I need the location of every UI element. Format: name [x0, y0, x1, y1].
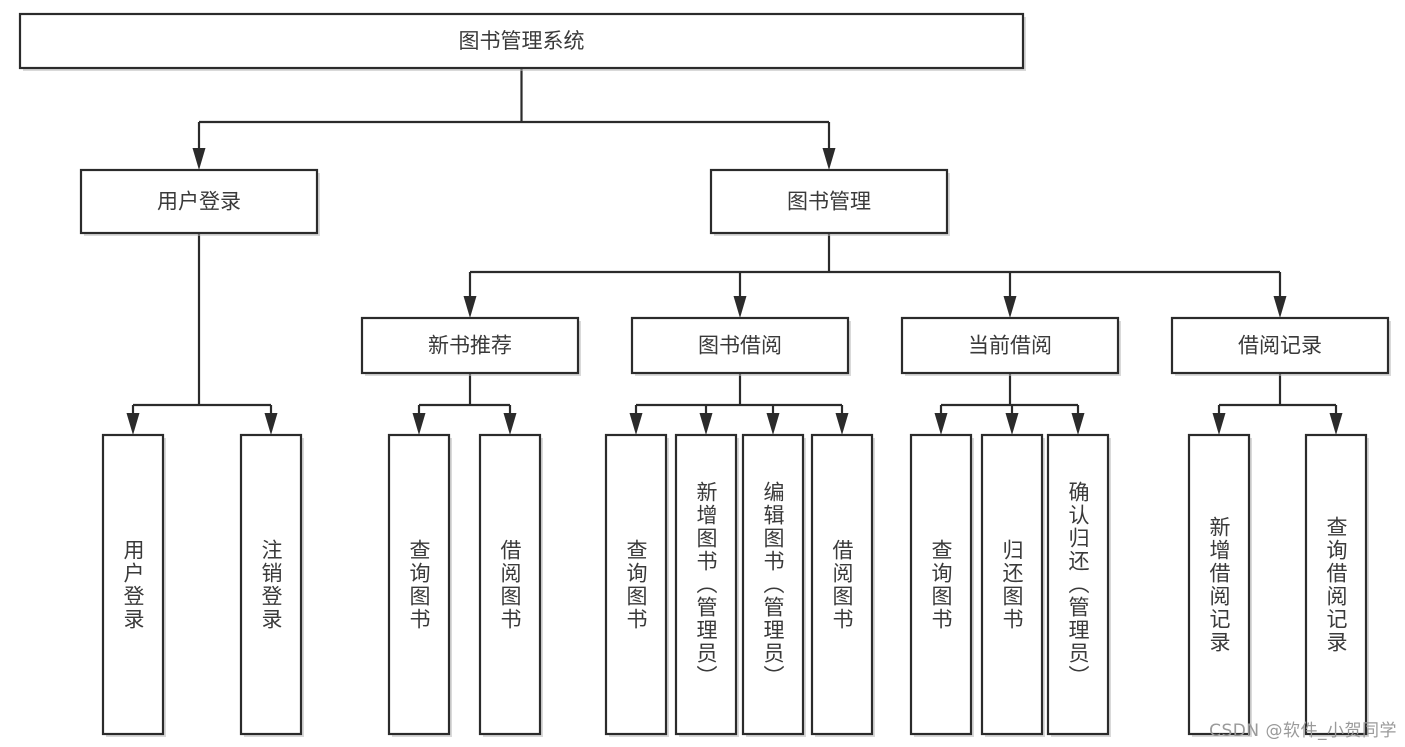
connector-arrowhead-icon: [503, 413, 517, 435]
connector-arrowhead-icon: [629, 413, 643, 435]
level2-node-box[interactable]: [709, 168, 949, 235]
watermark-text: CSDN @软件_小贺同学: [1209, 721, 1397, 741]
root-node-box[interactable]: [18, 12, 1025, 70]
leaf-node-box[interactable]: [1187, 433, 1251, 736]
connector-arrowhead-icon: [463, 296, 477, 318]
leaf-node-box[interactable]: [810, 433, 874, 736]
leaf-node-box[interactable]: [239, 433, 303, 736]
leaf-node-box[interactable]: [980, 433, 1044, 736]
connector-arrowhead-icon: [412, 413, 426, 435]
connector-arrowhead-icon: [1071, 413, 1085, 435]
connector-arrowhead-icon: [1212, 413, 1226, 435]
connector-arrowhead-icon: [1003, 296, 1017, 318]
connector-arrowhead-icon: [934, 413, 948, 435]
connector-arrowhead-icon: [733, 296, 747, 318]
connector-arrowhead-icon: [1005, 413, 1019, 435]
level3-node-label: 当前借阅: [968, 334, 1052, 358]
connector-arrowhead-icon: [699, 413, 713, 435]
leaf-node-box[interactable]: [674, 433, 738, 736]
connector-arrowhead-icon: [264, 413, 278, 435]
leaf-node-box[interactable]: [604, 433, 668, 736]
leaf-node-box[interactable]: [101, 433, 165, 736]
level3-node-label: 图书借阅: [698, 334, 782, 358]
level3-node-box[interactable]: [630, 316, 850, 375]
connector-arrowhead-icon: [766, 413, 780, 435]
root-node-label: 图书管理系统: [459, 29, 585, 53]
connector-layer: [126, 68, 1343, 435]
connector-arrowhead-icon: [835, 413, 849, 435]
leaf-node-box[interactable]: [741, 433, 805, 736]
level3-node-box[interactable]: [900, 316, 1120, 375]
connector-arrowhead-icon: [822, 148, 836, 170]
level3-node-label: 新书推荐: [428, 334, 512, 358]
level2-node-label: 图书管理: [787, 190, 871, 214]
leaf-node-box[interactable]: [478, 433, 542, 736]
leaf-node-box[interactable]: [1046, 433, 1110, 736]
level3-node-box[interactable]: [360, 316, 580, 375]
level3-node-box[interactable]: [1170, 316, 1390, 375]
level3-node-label: 借阅记录: [1238, 334, 1322, 358]
connector-arrowhead-icon: [126, 413, 140, 435]
connector-arrowhead-icon: [192, 148, 206, 170]
connector-arrowhead-icon: [1273, 296, 1287, 318]
level2-node-box[interactable]: [79, 168, 319, 235]
level2-node-label: 用户登录: [157, 190, 241, 214]
leaf-node-box[interactable]: [909, 433, 973, 736]
leaf-node-box[interactable]: [1304, 433, 1368, 736]
leaf-node-box[interactable]: [387, 433, 451, 736]
node-box-layer: [18, 12, 1391, 737]
connector-arrowhead-icon: [1329, 413, 1343, 435]
